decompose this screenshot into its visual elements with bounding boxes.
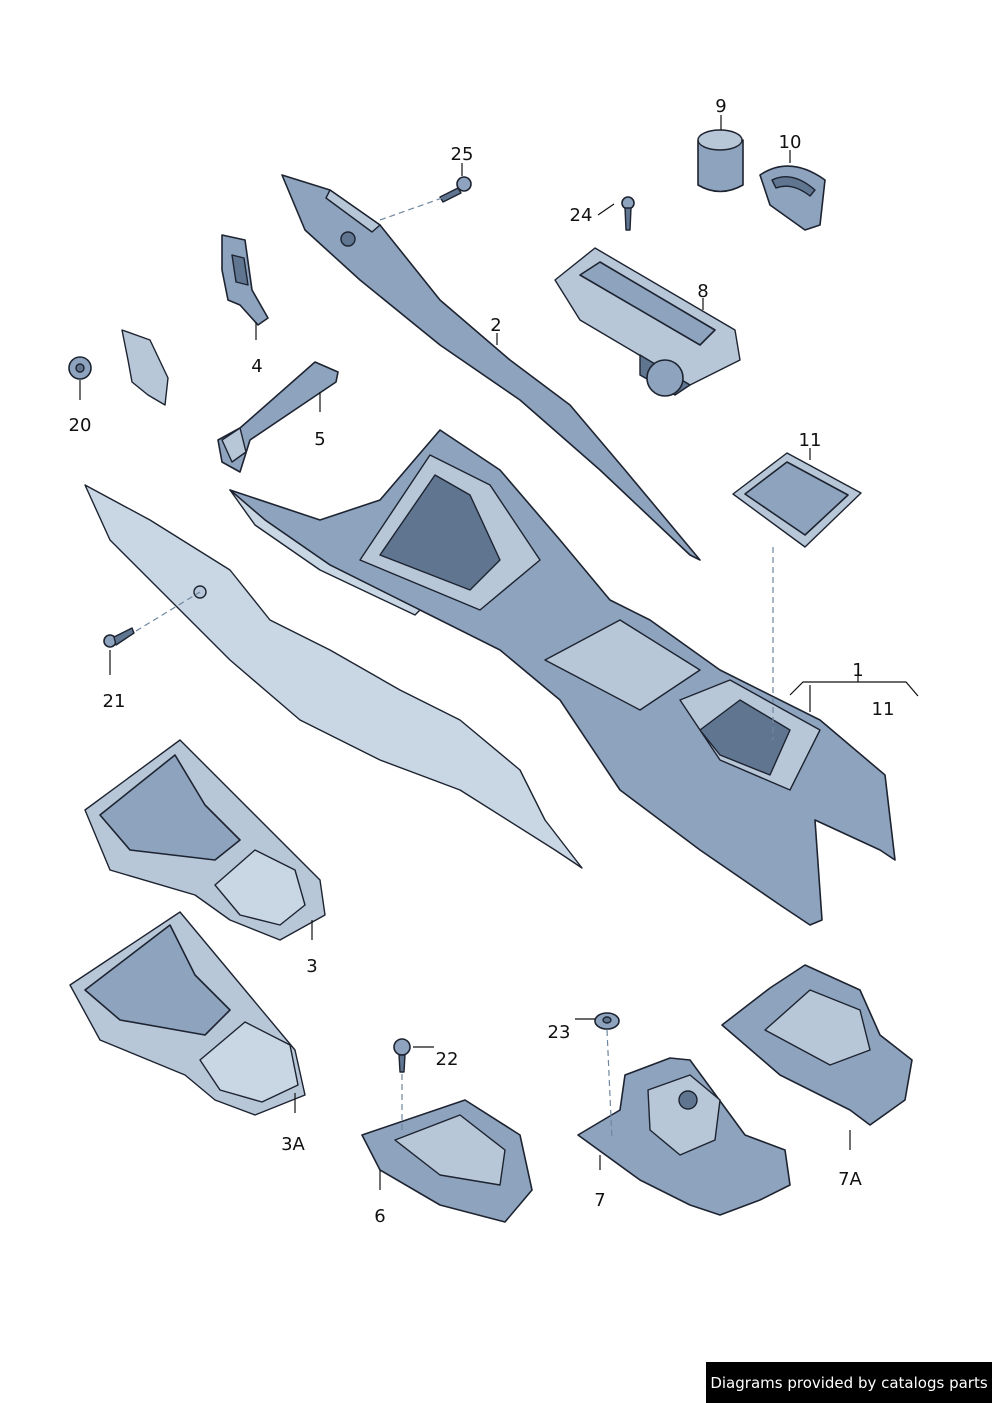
label-7[interactable]: 7 (594, 1190, 605, 1211)
trim-clip[interactable] (121, 329, 169, 406)
label-9[interactable]: 9 (715, 96, 726, 117)
label-6[interactable]: 6 (374, 1206, 385, 1227)
part-1-center-console[interactable] (229, 429, 896, 926)
label-2[interactable]: 2 (490, 315, 501, 336)
part-3-gear-surround[interactable] (84, 739, 326, 941)
part-labels: 9 10 25 24 8 2 4 20 5 11 1 21 11 3 23 22… (69, 96, 895, 1227)
label-20[interactable]: 20 (69, 415, 92, 436)
part-4-bracket[interactable] (221, 234, 269, 326)
part-10-cover[interactable] (759, 165, 826, 231)
label-7a[interactable]: 7A (838, 1169, 862, 1190)
label-3a[interactable]: 3A (281, 1134, 305, 1155)
alignment-lines (135, 196, 774, 1141)
part-3a-gear-surround[interactable] (69, 911, 306, 1116)
part-7-gear-shift[interactable] (577, 1057, 791, 1216)
label-1[interactable]: 1 (852, 660, 863, 681)
part-7a-housing[interactable] (721, 964, 913, 1126)
label-22[interactable]: 22 (436, 1049, 459, 1070)
label-5[interactable]: 5 (314, 429, 325, 450)
label-10[interactable]: 10 (779, 132, 802, 153)
part-24-screw[interactable] (621, 196, 635, 231)
label-11-group[interactable]: 11 (872, 699, 895, 720)
leader-lines (79, 115, 919, 1190)
part-6-frame[interactable] (361, 1099, 533, 1223)
part-25-screw[interactable] (439, 176, 472, 203)
part-23-nut[interactable] (594, 1012, 620, 1030)
part-5-bracket[interactable] (217, 361, 339, 473)
watermark-text: Diagrams provided by catalogs parts (710, 1373, 988, 1392)
label-23[interactable]: 23 (548, 1022, 571, 1043)
part-21-screw[interactable] (103, 627, 135, 648)
label-11-tray[interactable]: 11 (799, 430, 822, 451)
label-8[interactable]: 8 (697, 281, 708, 302)
part-2-side-trim[interactable] (281, 174, 701, 561)
label-21[interactable]: 21 (103, 691, 126, 712)
label-3[interactable]: 3 (306, 956, 317, 977)
part-11-tray[interactable] (732, 452, 862, 548)
label-4[interactable]: 4 (251, 356, 262, 377)
part-22-screw[interactable] (393, 1038, 411, 1073)
part-20-nut[interactable] (68, 356, 92, 380)
part-8-storage-tray[interactable] (554, 247, 741, 397)
part-9-cup-holder[interactable] (697, 129, 744, 193)
watermark-banner: Diagrams provided by catalogs parts (706, 1362, 992, 1403)
label-25[interactable]: 25 (451, 144, 474, 165)
label-24[interactable]: 24 (570, 205, 593, 226)
